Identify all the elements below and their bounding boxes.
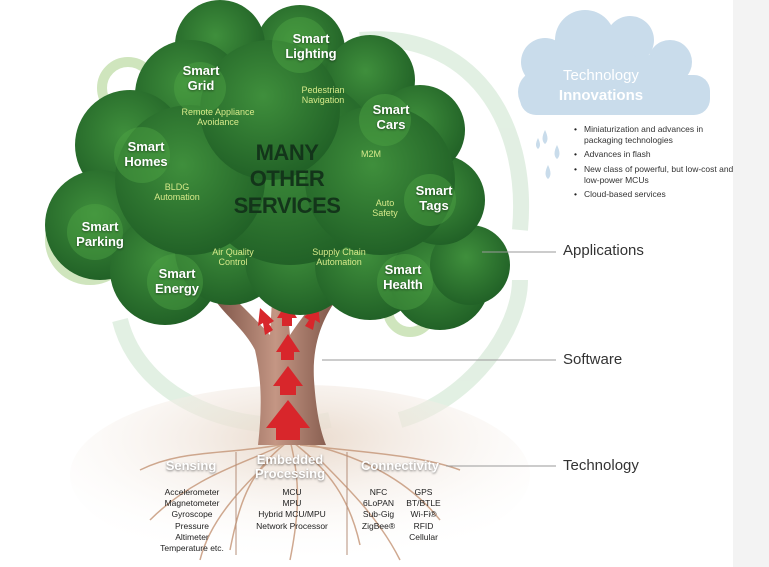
embedded-item: Hybrid MCU/MPU — [258, 509, 326, 520]
sensing-heading: Sensing — [165, 458, 217, 473]
innovation-item: Advances in flash — [574, 149, 744, 160]
connectivity-item: NFC — [369, 487, 388, 497]
embedded-item: Network Processor — [256, 520, 328, 531]
label-smart-homes: Smart Homes — [124, 139, 168, 169]
label-air-quality-control: Air Quality Control — [212, 247, 254, 268]
label-m2m: M2M — [361, 149, 381, 159]
rain-drops — [536, 130, 560, 179]
embedded-processing-heading: Embedded Processing — [240, 452, 340, 482]
innovation-item: New class of powerful, but low-cost and … — [574, 164, 744, 185]
trunk — [215, 292, 336, 445]
canopy-highlights — [67, 17, 456, 310]
connectivity-item: Cellular — [409, 531, 438, 542]
connectivity-item: Sub-Gig — [362, 509, 395, 520]
cloud-title: Technology Innovations — [536, 66, 666, 105]
technology-cloud — [518, 10, 710, 115]
connectivity-item: Wi-Fi® — [410, 509, 437, 520]
sensing-list: Accelerometer Magnetometer Gyroscope Pre… — [146, 487, 238, 554]
label-smart-lighting: Smart Lighting — [285, 31, 337, 61]
connectivity-item: RFID — [413, 520, 434, 531]
sensing-item: Accelerometer — [164, 487, 220, 497]
sensing-item: Temperature etc. — [160, 543, 224, 554]
connectivity-item: BT/BTLE — [406, 498, 441, 509]
cloud-title-line-1: Technology — [563, 67, 639, 84]
label-bldg-automation: BLDG Automation — [154, 182, 200, 203]
innovations-list: Miniaturization and advances in packagin… — [574, 124, 744, 204]
many-line-3: SERVICES — [233, 192, 341, 218]
embedded-heading-line-2: Processing — [254, 466, 326, 482]
iot-tree-diagram: Smart Lighting Smart Grid Smart Cars Sma… — [0, 0, 733, 567]
callout-technology: Technology — [563, 457, 639, 474]
connectivity-item: 6LoPAN — [362, 498, 395, 509]
connectivity-heading: Connectivity — [360, 458, 439, 473]
connectivity-item: ZigBee® — [361, 520, 396, 531]
label-smart-grid: Smart Grid — [182, 63, 220, 93]
embedded-list: MCU MPU Hybrid MCU/MPU Network Processor — [240, 487, 344, 532]
callout-software: Software — [563, 351, 623, 368]
callout-applications: Applications — [563, 242, 644, 259]
root-separators — [235, 452, 348, 555]
label-smart-health: Smart Health — [383, 262, 423, 292]
connectivity-item: GPS — [414, 487, 433, 497]
growth-arrows — [258, 302, 320, 440]
innovation-item: Cloud-based services — [574, 189, 744, 200]
many-line-1: MANY — [255, 140, 319, 165]
callout-lines — [322, 251, 556, 467]
many-other-services: MANY OTHER SERVICES — [222, 140, 352, 219]
sensing-item: Magnetometer — [164, 498, 220, 509]
label-pedestrian-navigation: Pedestrian Navigation — [301, 85, 345, 106]
label-smart-tags: Smart Tags — [415, 183, 453, 213]
canopy — [45, 0, 510, 330]
connectivity-list: NFC GPS 6LoPAN BT/BTLE Sub-Gig Wi-Fi® Zi… — [356, 487, 446, 543]
cloud-title-line-2: Innovations — [558, 86, 644, 104]
root-glow — [70, 385, 530, 565]
label-supply-chain-automation: Supply Chain Automation — [312, 247, 366, 268]
sensing-item: Pressure — [174, 520, 209, 531]
label-remote-appliance-avoidance: Remote Appliance Avoidance — [181, 107, 255, 128]
many-line-2: OTHER — [249, 166, 325, 192]
root-lines — [139, 439, 461, 561]
tree-artwork — [45, 0, 710, 565]
label-auto-safety: Auto Safety — [372, 198, 398, 219]
label-smart-energy: Smart Energy — [154, 266, 200, 296]
side-strip — [733, 0, 769, 567]
sensing-item: Gyroscope — [171, 509, 213, 520]
label-smart-cars: Smart Cars — [372, 102, 410, 132]
embedded-heading-line-1: Embedded — [256, 452, 324, 467]
embedded-item: MPU — [282, 498, 302, 509]
embedded-item: MCU — [282, 487, 302, 497]
label-smart-parking: Smart Parking — [76, 219, 124, 249]
innovation-item: Miniaturization and advances in packagin… — [574, 124, 744, 145]
connectivity-item — [356, 532, 401, 543]
sensing-item: Altimeter — [175, 531, 209, 542]
